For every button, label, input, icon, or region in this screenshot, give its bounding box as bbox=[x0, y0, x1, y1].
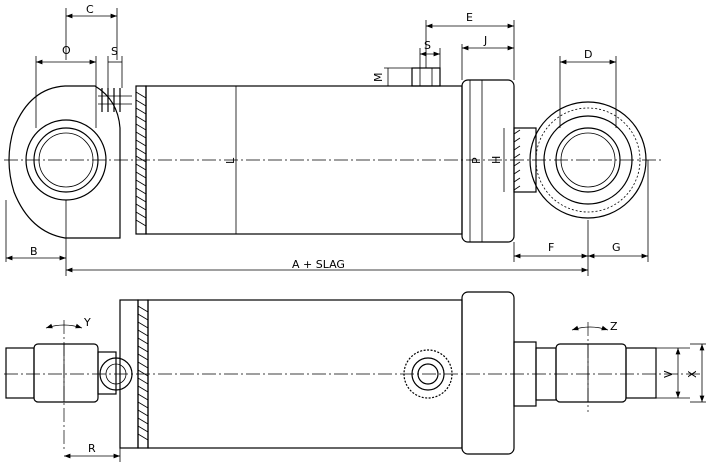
rear-clevis-block bbox=[33, 343, 99, 403]
dim-j-label: J bbox=[483, 34, 487, 47]
front-clevis-block bbox=[555, 343, 627, 403]
rod-neck-weld bbox=[513, 129, 521, 191]
dim-c-label: C bbox=[86, 3, 94, 16]
dim-s-rod-label: S bbox=[111, 45, 118, 58]
dim-z-arc bbox=[571, 325, 609, 331]
dim-p-label: P bbox=[470, 157, 483, 164]
dim-l-label: L bbox=[224, 157, 237, 164]
bottom-view: Y Z V X R bbox=[4, 291, 706, 462]
dim-b-label: B bbox=[30, 245, 38, 258]
dim-z-label: Z bbox=[610, 320, 618, 333]
dim-e-label: E bbox=[466, 11, 473, 24]
dim-d-label: D bbox=[584, 48, 592, 61]
rear-weld-hatch bbox=[135, 91, 147, 227]
dim-r-label: R bbox=[88, 442, 96, 455]
dim-g-label: G bbox=[612, 241, 621, 254]
dim-y-label: Y bbox=[83, 316, 91, 329]
dim-a-label: A + SLAG bbox=[292, 258, 345, 271]
tube-side-weld-hatch bbox=[137, 305, 149, 441]
dim-h-label: H bbox=[490, 156, 503, 164]
front-eye-weld bbox=[535, 107, 641, 213]
rear-clevis-side bbox=[5, 347, 35, 399]
dim-m-label: M bbox=[372, 73, 385, 83]
dim-s-port-label: S bbox=[424, 39, 431, 52]
dim-o-label: O bbox=[62, 44, 71, 57]
front-clevis-pin bbox=[625, 347, 657, 399]
front-head-side bbox=[461, 291, 515, 455]
top-view: C O S L M S E J D bbox=[4, 3, 662, 276]
tube-side bbox=[147, 299, 463, 449]
oil-port bbox=[411, 67, 441, 87]
rear-clevis-outline bbox=[8, 85, 121, 239]
rear-clevis-pin bbox=[97, 351, 117, 395]
dim-f-label: F bbox=[548, 241, 554, 254]
dim-v-label: V bbox=[662, 370, 675, 378]
dim-x-label: X bbox=[686, 370, 699, 378]
